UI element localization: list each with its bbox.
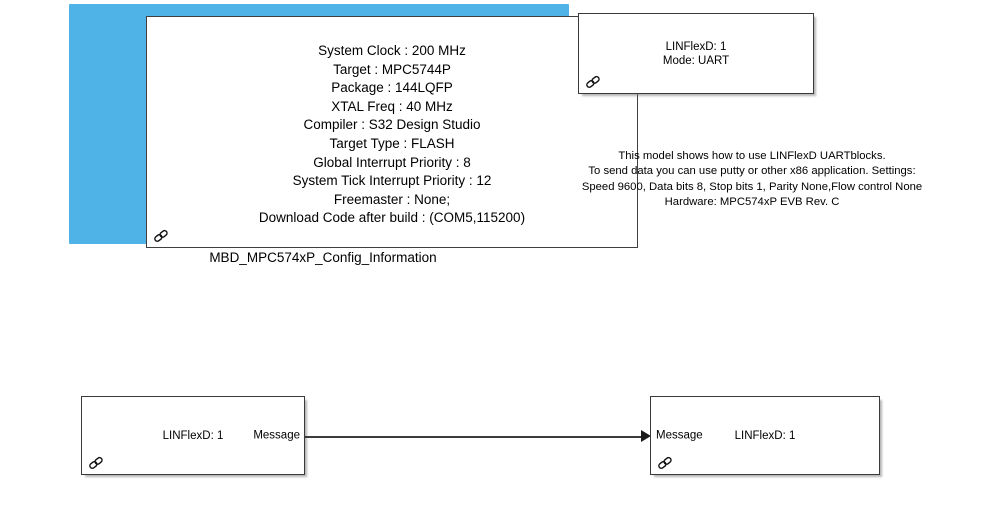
config-information-block[interactable]: System Clock : 200 MHz Target : MPC5744P… (146, 16, 638, 248)
transmit-block-text: LINFlexD: 1 (162, 429, 224, 442)
config-block-caption: MBD_MPC574xP_Config_Information (209, 250, 437, 265)
uart-config-block-body: LINFlexD: 1 Mode: UART (579, 14, 813, 93)
linflexd-transmit-block[interactable]: LINFlexD: 1 Message (81, 396, 305, 475)
transmit-block-body: LINFlexD: 1 (82, 397, 304, 474)
config-block-selection-frame[interactable]: System Clock : 200 MHz Target : MPC5744P… (69, 4, 638, 265)
receive-block-text: LINFlexD: 1 (734, 429, 796, 442)
config-block-parameters: System Clock : 200 MHz Target : MPC5744P… (258, 43, 526, 226)
linflexd-uart-config-block[interactable]: LINFlexD: 1 Mode: UART (578, 13, 814, 94)
linflexd-receive-block[interactable]: LINFlexD: 1 Message (650, 396, 880, 475)
signal-arrowhead-icon (641, 430, 651, 442)
transmit-block-output-port-label: Message (253, 429, 300, 441)
config-block-body: System Clock : 200 MHz Target : MPC5744P… (147, 17, 637, 247)
receive-block-input-port-label: Message (656, 429, 703, 441)
uart-config-block-text: LINFlexD: 1 Mode: UART (662, 40, 730, 67)
model-annotation-text: This model shows how to use LINFlexD UAR… (581, 150, 923, 208)
message-signal-line[interactable] (305, 436, 644, 438)
receive-block-body: LINFlexD: 1 (651, 397, 879, 474)
